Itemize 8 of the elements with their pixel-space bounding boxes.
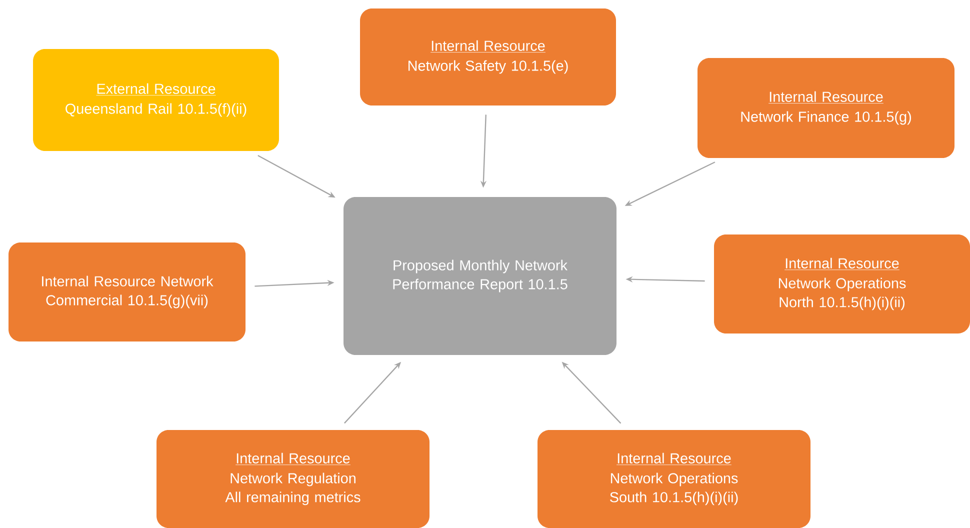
report-box: Proposed Monthly Network Performance Report 10.1.5 (344, 197, 616, 355)
resource-box: External Resource Queensland Rail 10.1.5(f)(ii) (33, 49, 279, 151)
resource-box: Internal Resource Network Finance 10.1.5(g) (698, 58, 954, 158)
resource-box: Internal Resource Network Commercial 10.1.5(g)(vii) (8, 242, 246, 342)
resource-box: Internal Resource Network Operations South 10.1.5(h)(i)(ii) (538, 430, 810, 528)
resource-box: Internal Resource Network Regulation All remaining metrics (156, 430, 430, 528)
resource-box: Internal Resource Network Safety 10.1.5(e) (360, 8, 616, 106)
resource-box: Internal Resource Network Operations North 10.1.5(h)(i)(ii) (714, 234, 970, 334)
